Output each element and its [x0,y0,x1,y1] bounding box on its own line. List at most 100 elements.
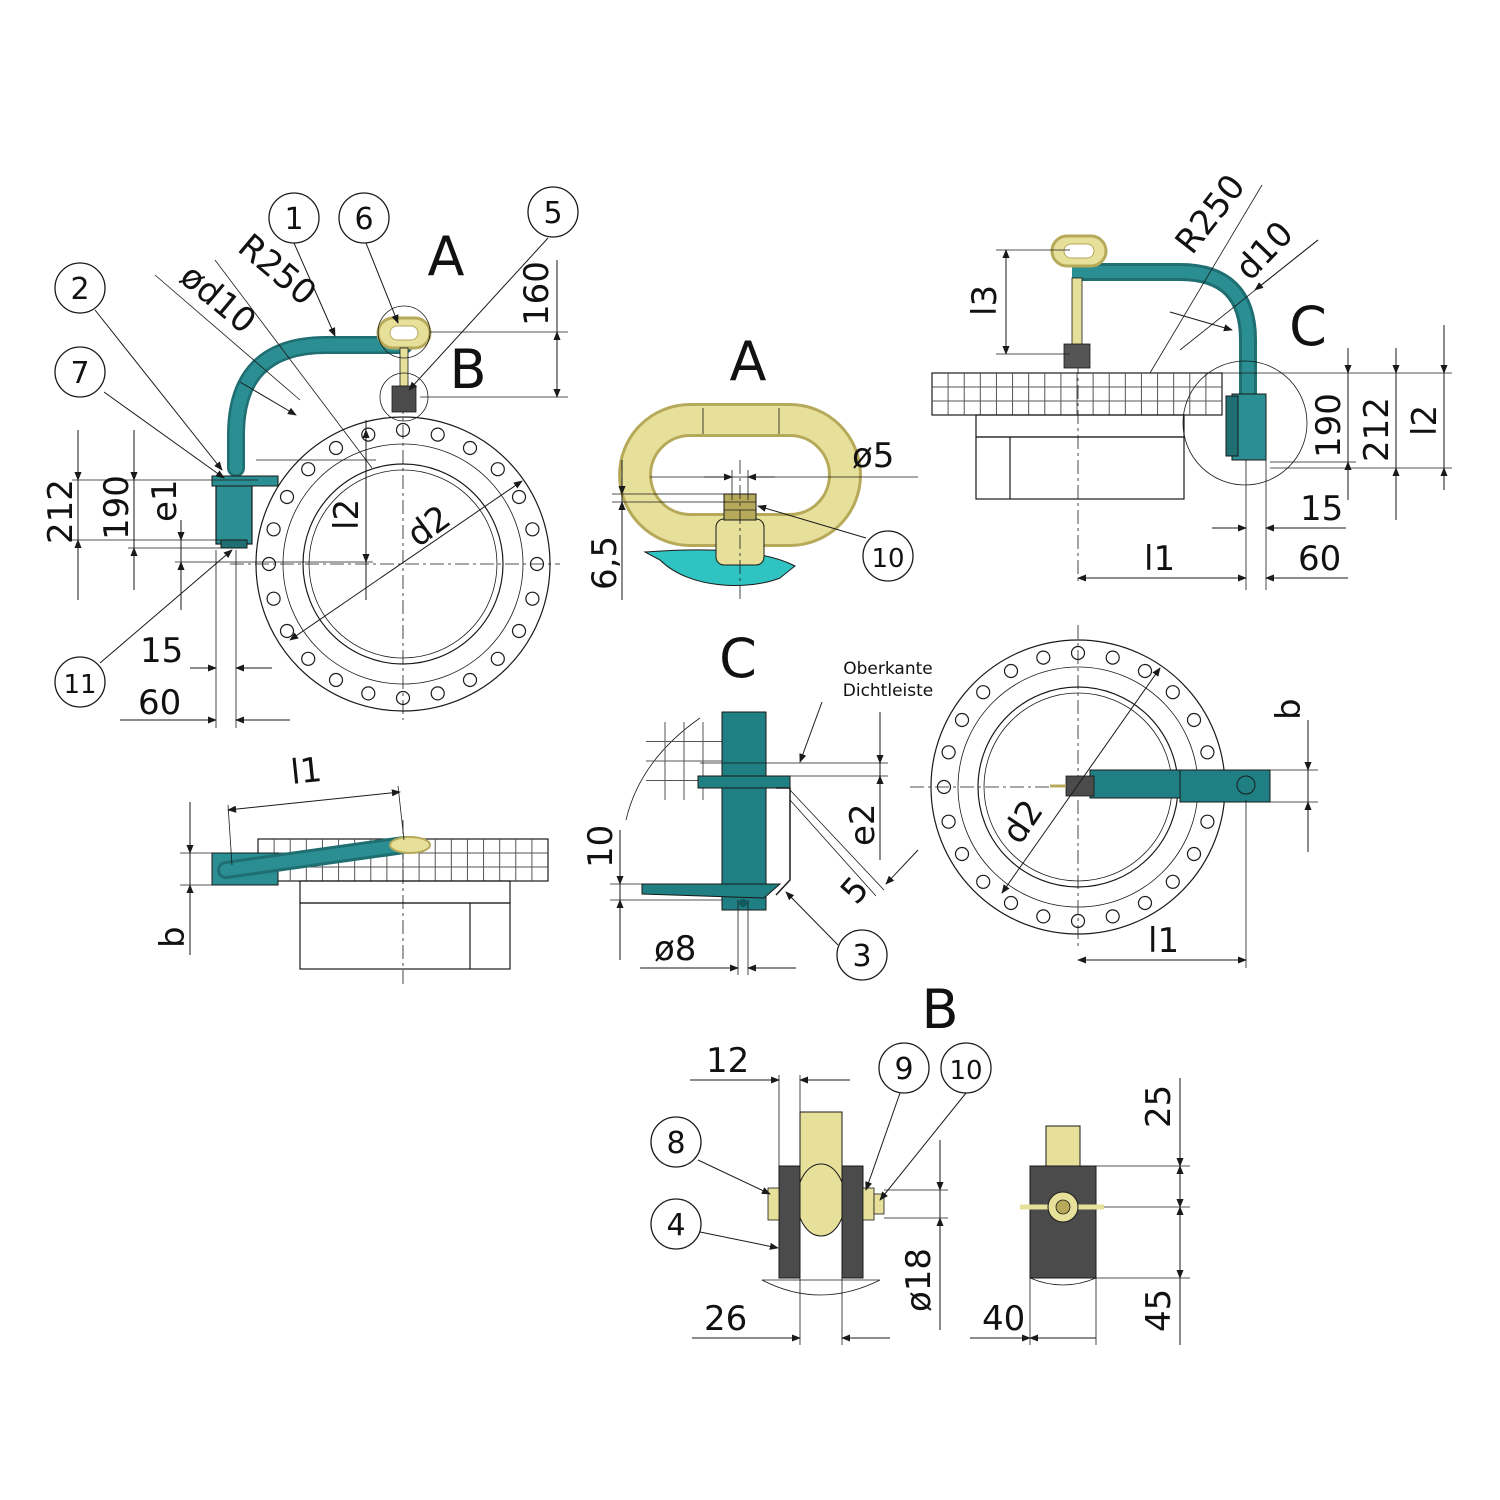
bottom-right-flange-bolt-hole [1137,663,1153,679]
top-left-flange-bolt-hole [328,672,344,688]
callout-8-label: 8 [666,1126,685,1161]
bottom-right-flange-bolt-hole [1200,745,1215,760]
callout-3-label: 3 [852,939,871,974]
top-left-flange-bolt-hole [266,522,281,537]
bottom-right-flange-bolt-hole [1186,846,1202,862]
dim-6-5: 6,5 [585,536,625,590]
bottom-right-flange-bolt-hole [1003,895,1019,911]
top-left-flange-bolt-hole [511,623,527,639]
bottom-right-flange-bolt-hole [1036,909,1051,924]
dim-e1: e1 [145,479,185,522]
callout-3: 3 [836,929,888,981]
bottom-right-flange-bolt-hole [941,745,956,760]
top-left-flange-bolt-hole [490,651,505,666]
top-left-flange-bolt-hole [266,591,281,606]
callout-4: 4 [650,1198,702,1250]
note-oberkante: Oberkante [843,659,932,679]
dim-25: 25 [1139,1085,1179,1128]
callout-9-label: 9 [894,1052,913,1087]
callout-7-label: 7 [70,356,89,391]
top-left-flange-bolt-hole [361,427,376,442]
callout-10-detail-b: 10 [940,1042,992,1094]
top-left-flange-bolt-hole [279,623,295,639]
detail-c [610,701,919,975]
top-left-flange-bolt-hole [301,651,316,666]
callout-5-label: 5 [543,196,562,231]
top-left-flange-bolt-hole [361,686,376,701]
callout-2: 2 [54,262,106,314]
dim-26: 26 [704,1299,747,1339]
handle-top-left [211,336,413,549]
callout-4-label: 4 [666,1208,685,1243]
top-left-flange-bolt-hole [462,672,478,688]
dim-b-bottom-right: b [1269,698,1309,720]
dim-l1-side: l1 [289,750,324,793]
dim-e2: e2 [843,803,883,846]
dim-l1-top-right: l1 [1144,539,1175,579]
detail-a [612,403,918,600]
dim-190-top-right: 190 [1309,393,1349,458]
bottom-right-flange-bolt-hole [954,846,970,862]
bottom-right-flange-bolt-hole [976,874,991,889]
bottom-right-flange-bolt-hole [1105,650,1120,665]
view-label-c-detail: C [719,627,757,690]
view-label-a-top: A [428,225,465,288]
dim-d18: ø18 [899,1248,939,1312]
callout-9: 9 [878,1042,930,1094]
callout-7: 7 [54,346,106,398]
callout-10-detail-a-label: 10 [871,544,904,574]
dim-l3: l3 [965,285,1005,316]
dim-60-top-right: 60 [1298,539,1341,579]
dim-40: 40 [982,1299,1025,1339]
dim-d8: ø8 [654,929,696,969]
dim-l2-top-right: l2 [1405,405,1445,436]
callout-11: 11 [54,656,106,708]
bottom-right-flange-bolt-hole [1186,712,1202,728]
callout-5: 5 [527,186,579,238]
dim-15-top-left: 15 [140,631,183,671]
side-view-left [180,785,549,985]
top-left-flange-bolt-hole [279,489,295,505]
note-dichtleiste: Dichtleiste [843,681,934,701]
top-right-view [931,184,1452,590]
view-label-b-detail: B [921,978,958,1041]
eyebolt-top-left [376,305,432,422]
dim-190-top-left: 190 [97,475,137,540]
callout-11-label: 11 [63,670,96,700]
dim-l2-top-left: l2 [327,499,367,530]
flange-top-left [230,400,560,720]
dim-15-top-right: 15 [1300,489,1343,529]
top-left-flange-bolt-hole [511,489,527,505]
bottom-right-flange-bolt-hole [1165,685,1180,700]
dim-d2-top-left: d2 [400,498,458,556]
bottom-right-flange-bolt-hole [1003,663,1019,679]
dim-212-top-right: 212 [1357,397,1397,462]
bottom-right-flange-bolt-hole [941,814,956,829]
top-left-flange-bolt-hole [430,686,445,701]
top-left-view [72,237,568,728]
view-label-c-top: C [1289,295,1327,358]
view-label-b-top: B [449,338,486,401]
top-left-flange-bolt-hole [525,591,540,606]
callout-1-label: 1 [284,202,303,237]
dim-d10-top-right: d10 [1228,214,1302,288]
bottom-right-flange-bolt-hole [976,685,991,700]
callout-8: 8 [650,1116,702,1168]
view-label-a-detail: A [730,330,767,393]
dim-d2-bottom-right: d2 [994,793,1051,851]
dim-10-detail-c: 10 [581,825,621,868]
top-left-flange-bolt-hole [430,427,445,442]
dim-b-side: b [153,926,193,948]
dim-60-top-left: 60 [138,683,181,723]
top-left-flange-bolt-hole [301,462,316,477]
callout-6: 6 [338,192,390,244]
callout-6-label: 6 [354,202,373,237]
bottom-right-flange-bolt-hole [1200,814,1215,829]
dim-l1-bottom-right: l1 [1148,921,1179,961]
top-left-flange-bolt-hole [328,440,344,456]
dim-160: 160 [517,261,557,326]
callout-2-label: 2 [70,272,89,307]
callout-10-detail-a: 10 [862,530,914,582]
